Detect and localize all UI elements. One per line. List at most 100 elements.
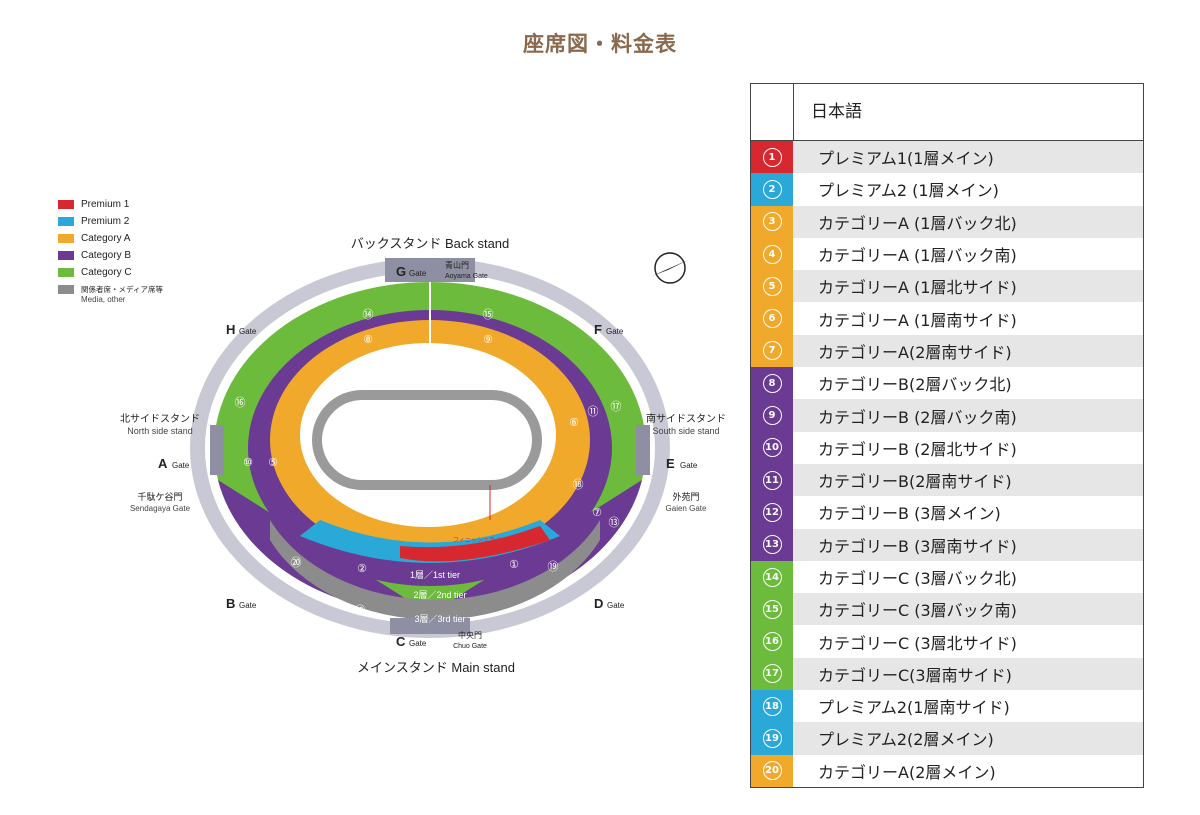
header-number-cell xyxy=(751,84,794,140)
tier1-label: 1層／1st tier xyxy=(410,570,460,580)
svg-text:C: C xyxy=(396,634,406,649)
legend-item-category-a: Category A xyxy=(58,230,163,247)
section-number-badge: 12 xyxy=(762,502,782,522)
header-language: 日本語 xyxy=(811,102,862,122)
infield xyxy=(322,400,532,480)
section-10-label: ⑩ xyxy=(243,457,253,469)
section-11-label: ⑪ xyxy=(588,405,599,418)
gate-a: A Gate xyxy=(158,456,190,471)
sendagaya-gate-jp: 千駄ケ谷門 xyxy=(137,491,182,502)
gate-f: F Gate xyxy=(594,322,624,337)
gate-d: D Gate xyxy=(594,596,625,611)
svg-text:Gate: Gate xyxy=(172,461,190,470)
back-stand-label: バックスタンド Back stand xyxy=(351,236,510,251)
svg-text:Gate: Gate xyxy=(607,601,625,610)
south-stand-label-en: South side stand xyxy=(652,426,719,436)
section-13-label: ⑬ xyxy=(609,516,620,529)
seat-category-label: プレミアム1(1層メイン) xyxy=(793,141,1143,174)
section-17-label: ⑰ xyxy=(611,400,622,413)
svg-text:A: A xyxy=(158,456,168,471)
legend-label: Category C xyxy=(81,267,132,278)
section-12-label: ⑫ xyxy=(355,604,366,617)
legend-label: 関係者席・メディア席等 xyxy=(81,285,163,294)
section-number-cell: 8 xyxy=(751,367,793,400)
section-number-cell: 1 xyxy=(751,141,793,174)
table-row: 8 カテゴリーB(2層バック北) xyxy=(751,367,1143,400)
section-number-cell: 7 xyxy=(751,334,793,368)
section-number-badge: 19 xyxy=(762,728,782,748)
table-row: 16 カテゴリーC (3層北サイド) xyxy=(751,625,1143,658)
seat-category-label: カテゴリーB(2層バック北) xyxy=(818,375,1012,395)
section-number-cell: 9 xyxy=(751,399,793,432)
seat-category-label: カテゴリーA(2層南サイド) xyxy=(793,334,1143,368)
gate-g: G Gate xyxy=(396,264,427,279)
section-number-cell: 10 xyxy=(751,431,793,464)
section-15-label: ⑮ xyxy=(483,308,494,321)
section-7-label: ⑦ xyxy=(592,507,602,519)
legend-item-premium1: Premium 1 xyxy=(58,196,163,213)
gate-g-block xyxy=(385,258,475,282)
svg-text:G: G xyxy=(396,264,406,279)
legend-sublabel: Media, other xyxy=(81,295,126,304)
section-number-cell: 2 xyxy=(751,173,793,206)
svg-text:F: F xyxy=(594,322,602,337)
chuo-gate-en: Chuo Gate xyxy=(453,643,487,650)
legend-item-category-b: Category B xyxy=(58,247,163,264)
section-number-badge: 16 xyxy=(762,632,782,652)
table-row: 2 プレミアム2 (1層メイン) xyxy=(751,173,1143,206)
seat-category-label: カテゴリーA (1層南サイド) xyxy=(818,310,1017,330)
south-stand-label-jp: 南サイドスタンド xyxy=(646,412,726,425)
main-stand-label: メインスタンド Main stand xyxy=(357,660,515,675)
stadium-seat-map: バックスタンド Back stand メインスタンド Main stand 北サ… xyxy=(120,236,726,675)
svg-text:H: H xyxy=(226,322,235,337)
legend-label: Premium 2 xyxy=(81,216,130,227)
section-number-badge: 4 xyxy=(762,244,782,264)
section-number-cell: 17 xyxy=(751,657,793,691)
seat-category-label: カテゴリーB (3層南サイド) xyxy=(793,528,1143,561)
gaien-gate-en: Gaien Gate xyxy=(666,504,707,513)
gaien-gate-jp: 外苑門 xyxy=(672,491,699,502)
seat-category-label: カテゴリーA (1層北サイド) xyxy=(793,270,1143,303)
seat-category-label: カテゴリーB (3層メイン) xyxy=(818,504,1001,524)
section-number-labels: ① ② ③ ④ ⑤ ⑥ ⑦ ⑧ ⑨ ⑩ ⑪ ⑫ ⑬ ⑭ ⑮ ⑯ ⑰ ⑱ ⑲ ⑳ xyxy=(235,308,622,617)
aoyama-gate-jp: 青山門 xyxy=(445,260,469,270)
section-number-cell: 3 xyxy=(751,205,793,238)
legend-label: Category A xyxy=(81,233,131,244)
section-number-badge: 9 xyxy=(762,406,782,426)
section-19-label: ⑲ xyxy=(548,560,559,573)
finish-line-label-en: Finish Line xyxy=(468,546,492,552)
seat-legend: Premium 1 Premium 2 Category A Category … xyxy=(58,196,163,304)
svg-text:Gate: Gate xyxy=(409,269,427,278)
section-number-cell: 12 xyxy=(751,496,793,529)
section-number-badge: 15 xyxy=(762,599,782,619)
svg-text:Gate: Gate xyxy=(239,327,257,336)
legend-item-media: 関係者席・メディア席等 xyxy=(58,281,163,298)
tier2-main-gray xyxy=(270,520,600,620)
section-6-label: ⑥ xyxy=(569,417,579,429)
seat-category-label: プレミアム2 (1層メイン) xyxy=(818,181,999,201)
seat-category-label: カテゴリーC (3層北サイド) xyxy=(818,633,1017,653)
section-8-label: ⑧ xyxy=(363,334,373,346)
section-18-label: ⑱ xyxy=(573,478,584,491)
sendagaya-gate-en: Sendagaya Gate xyxy=(130,504,191,513)
seat-category-label: カテゴリーB(2層南サイド) xyxy=(793,463,1143,497)
seat-category-label: カテゴリーA (1層バック北) xyxy=(793,205,1143,238)
seat-category-label: カテゴリーA(2層メイン) xyxy=(818,762,996,782)
page-title: 座席図・料金表 xyxy=(523,32,677,56)
price-table-header: 日本語 xyxy=(751,84,1143,141)
legend-swatch xyxy=(58,200,74,209)
seat-category-label: プレミアム2(1層南サイド) xyxy=(818,698,1010,718)
section-number-cell: 11 xyxy=(751,463,793,497)
north-stand-label-jp: 北サイドスタンド xyxy=(120,413,200,425)
section-number-cell: 19 xyxy=(751,722,793,755)
